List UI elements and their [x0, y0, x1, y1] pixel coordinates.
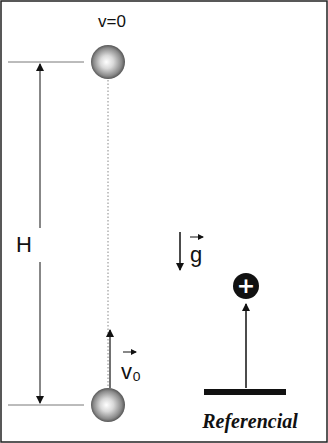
- reference-arrow: [245, 304, 247, 388]
- ball: [91, 45, 125, 79]
- dimension-line: [40, 262, 41, 403]
- gravity-arrow: [179, 232, 181, 270]
- initial-velocity-label: v₀: [121, 361, 141, 383]
- positive-sign: +: [237, 275, 255, 297]
- velocity-label: v=0: [98, 13, 126, 30]
- reference-base: [204, 389, 286, 395]
- height-label: H: [16, 234, 32, 256]
- ball: [91, 388, 125, 422]
- extension-line: [8, 405, 84, 406]
- vector-sign: [190, 237, 203, 238]
- gravity-label: g: [190, 244, 202, 266]
- vector-sign: [123, 352, 136, 353]
- trajectory: [108, 80, 109, 387]
- dimension-line: [40, 64, 41, 228]
- extension-line: [8, 62, 84, 63]
- velocity-arrow: [109, 330, 110, 388]
- reference-label: Referencial: [202, 411, 298, 431]
- positive-sign-circle: [233, 273, 259, 299]
